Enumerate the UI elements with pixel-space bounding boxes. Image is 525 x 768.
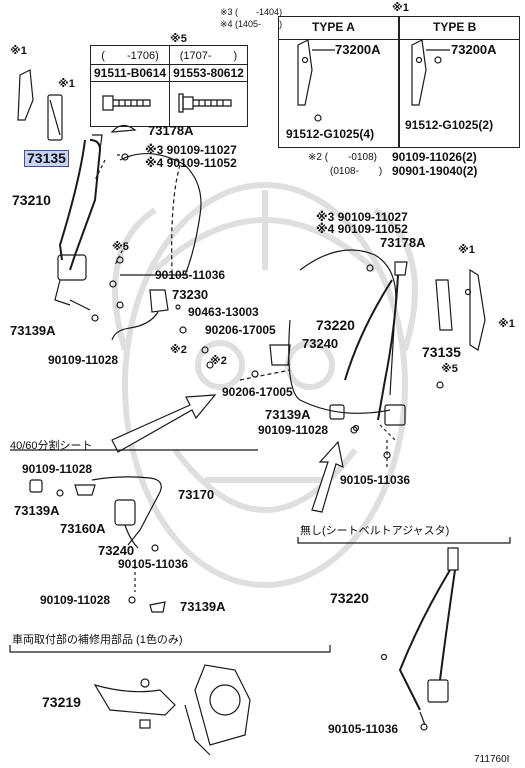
part-90109-11027[interactable]: ※3 90109-11027 xyxy=(145,143,237,157)
note5-col2-part: 91553-80612 xyxy=(169,64,248,82)
type-divider xyxy=(398,38,400,148)
part-4060-90109-11028[interactable]: 90109-11028 xyxy=(22,462,93,476)
type-a-part-73200a: 73200A xyxy=(335,42,381,57)
part-73240-a[interactable]: 73240 xyxy=(302,336,339,351)
bolt-icon xyxy=(102,94,151,111)
part-90105-11036-b[interactable]: 90105-11036 xyxy=(340,473,411,487)
part-90109-11028-a[interactable]: 90109-11028 xyxy=(48,353,119,367)
part-4060-73139a-b[interactable]: 73139A xyxy=(180,599,226,614)
note2-line1-part: 90109-11026(2) xyxy=(392,150,477,164)
part-noadj-73220[interactable]: 73220 xyxy=(330,590,369,606)
label-x1-r1: ※1 xyxy=(458,244,475,256)
type-a-bolt: 91512-G1025(4) xyxy=(286,127,375,141)
part-90109-11052[interactable]: ※4 90109-11052 xyxy=(145,156,237,170)
part-73178a[interactable]: 73178A xyxy=(148,123,194,138)
label-x5-left: ※5 xyxy=(112,241,129,253)
note5-col2-header: (1707- ) xyxy=(169,45,248,65)
part-90206-17005-a[interactable]: 90206-17005 xyxy=(205,323,276,337)
part-73230[interactable]: 73230 xyxy=(172,287,209,302)
type-b-header-cell xyxy=(398,16,520,40)
note1-marker: ※1 xyxy=(392,2,409,14)
part-4060-90109-11028-b[interactable]: 90109-11028 xyxy=(40,593,111,607)
label-x2-a: ※2 xyxy=(170,344,187,356)
part-4060-73170[interactable]: 73170 xyxy=(178,487,215,502)
part-73178a-r[interactable]: 73178A xyxy=(380,235,426,250)
part-4060-73160a[interactable]: 73160A xyxy=(60,521,106,536)
diagram-id: 711760I xyxy=(474,754,510,765)
part-73210[interactable]: 73210 xyxy=(12,192,51,208)
type-a-title: TYPE A xyxy=(312,20,355,34)
part-73220-a[interactable]: 73220 xyxy=(316,317,355,333)
note5-marker: ※5 xyxy=(170,33,187,45)
label-x1-r2: ※1 xyxy=(498,318,515,330)
label-x1-a: ※1 xyxy=(10,45,27,57)
note2-line2-part: 90901-19040(2) xyxy=(392,164,478,178)
flange-bolt-icon xyxy=(178,92,233,113)
part-73139a-b[interactable]: 73139A xyxy=(265,407,311,422)
note5-table: ( -1706) (1707- ) 91511-B0614 91553-8061… xyxy=(89,45,248,127)
part-90206-17005-b[interactable]: 90206-17005 xyxy=(222,385,293,399)
type-b-bolt: 91512-G1025(2) xyxy=(405,118,494,132)
part-90105-11036-a[interactable]: 90105-11036 xyxy=(155,268,226,282)
part-90109-11052-r[interactable]: ※4 90109-11052 xyxy=(316,222,408,236)
part-noadj-90105-11036[interactable]: 90105-11036 xyxy=(328,722,399,736)
type-b-title: TYPE B xyxy=(433,20,477,34)
part-4060-90105-11036[interactable]: 90105-11036 xyxy=(118,557,189,571)
note4-range: ※4 (1405- ) xyxy=(220,19,283,29)
note5-col1-header: ( -1706) xyxy=(89,45,171,65)
label-x2-b: ※2 xyxy=(210,355,227,367)
part-73135-highlighted[interactable]: 73135 xyxy=(24,150,69,167)
section-repair-title: 車両取付部の補修用部品 (1色のみ) xyxy=(12,634,183,646)
part-repair-73219[interactable]: 73219 xyxy=(42,694,81,710)
note3-range: ※3 ( -1404) xyxy=(220,7,283,17)
part-4060-73139a[interactable]: 73139A xyxy=(14,503,60,518)
part-73135-r[interactable]: 73135 xyxy=(422,344,461,360)
part-90109-11027-r[interactable]: ※3 90109-11027 xyxy=(316,210,408,224)
part-90109-11028-b[interactable]: 90109-11028 xyxy=(258,423,329,437)
note2-line2-marker: (0108- ) xyxy=(330,166,383,177)
type-a-header-cell xyxy=(278,16,400,40)
label-x1-b: ※1 xyxy=(58,78,75,90)
part-73139a-a[interactable]: 73139A xyxy=(10,323,56,338)
section-4060-title: 40/60分割シート xyxy=(10,440,93,452)
part-90463-13003[interactable]: 90463-13003 xyxy=(188,305,259,319)
type-b-part-73200a: 73200A xyxy=(451,42,497,57)
note2-line1-marker: ※2 ( -0108) xyxy=(308,152,377,163)
label-x5-r: ※5 xyxy=(441,363,458,375)
section-no-adjuster-title: 無し(シートベルトアジャスタ) xyxy=(300,525,450,537)
part-4060-73240[interactable]: 73240 xyxy=(98,543,135,558)
